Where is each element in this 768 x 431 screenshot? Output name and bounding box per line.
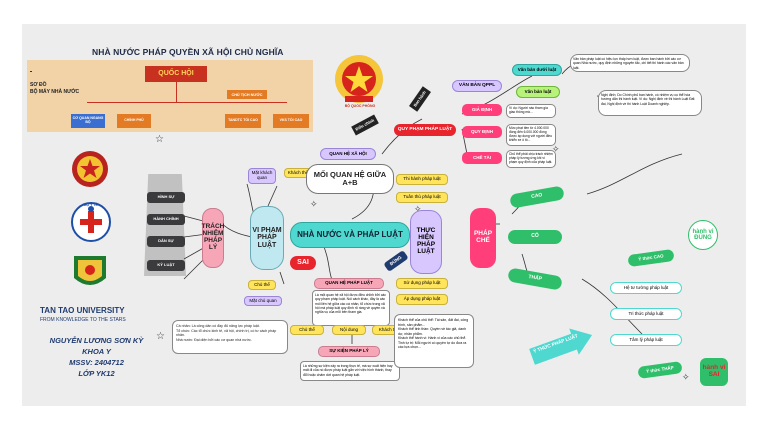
law-relation-desc: Là một quan hệ xã hội được điều chỉnh bở…	[312, 290, 390, 326]
relation-subtitle: MỐI QUAN HỆ GIỮA A+B	[306, 164, 394, 194]
legal-event-desc: Là những sự kiện xảy ra trong thực tế, m…	[300, 361, 400, 381]
army-emblem-icon	[70, 149, 110, 189]
norm-part-node: GIẢ ĐỊNH	[462, 104, 502, 116]
student-class: LỚP YK12	[78, 369, 115, 378]
org-stem	[176, 82, 177, 102]
star-doodle-icon: ☆	[156, 331, 165, 342]
norm-node: QUY PHẠM PHÁP LUẬT	[394, 124, 456, 136]
doc-note: Văn bản pháp luật có hiệu lực thấp hơn l…	[570, 54, 690, 72]
note-item: Nhà nước: Đại diện bởi các cơ quan nhà n…	[176, 338, 252, 343]
outcome-wrong: hành vi SAI	[700, 358, 728, 386]
norm-part-note: Mức phạt tiền từ 4.000.000 đồng đến 6.00…	[506, 124, 556, 146]
org-bottom-node: VKS TỐI CAO	[273, 114, 309, 128]
student-name: NGUYỄN LƯƠNG SƠN KỲ	[49, 336, 144, 345]
violation-tag: Mặt chủ quan	[244, 296, 282, 306]
responsibility-types-panel	[144, 174, 186, 276]
responsibility-type: HÀNH CHÍNH	[147, 214, 185, 225]
org-bottom-node: CƠ QUAN NGANG BỘ	[71, 114, 105, 128]
org-bottom-node: TANDTC TỐI CAO	[225, 114, 261, 128]
university-logo-icon	[72, 254, 108, 292]
social-relation-node: QUAN HỆ XÃ HỘI	[320, 148, 376, 160]
legal-doc-node: VĂN BẢN QPPL	[452, 80, 502, 92]
ministry-logo-icon	[70, 201, 112, 243]
star-doodle-icon: ✧	[552, 144, 560, 154]
law-relation-part: Nội dung	[332, 325, 366, 335]
violation-node: VI PHẠM PHÁP LUẬT	[250, 206, 284, 270]
sai-label: SAI	[290, 256, 316, 270]
norm-part-note: Chủ thể phải chịu trách nhiệm pháp lý tư…	[506, 150, 556, 168]
university-motto: FROM KNOWLEDGE TO THE STARS	[40, 317, 126, 323]
center-node: NHÀ NƯỚC VÀ PHÁP LUẬT	[290, 222, 410, 248]
student-faculty: KHOA Y	[82, 347, 111, 356]
org-mid-node: CHỦ TỊCH NƯỚC	[227, 90, 267, 99]
responsibility-node: TRÁCH NHIỆM PHÁP LÝ	[202, 208, 224, 268]
student-id: MSSV: 2404712	[69, 358, 124, 367]
org-side-label-2: BỘ MÁY NHÀ NƯỚC	[30, 89, 80, 95]
org-side-label	[30, 71, 32, 72]
law-relation-node: QUAN HỆ PHÁP LUẬT	[314, 278, 384, 289]
org-bar	[87, 102, 287, 103]
doc-note: Nghị định: Do Chính phủ ban hành, có nhi…	[598, 90, 702, 116]
notes-left-box: Cá nhân: Là công dân có đầy đủ năng lực …	[172, 320, 288, 354]
star-doodle-icon: ✧	[682, 372, 690, 382]
awareness-item: Tâm lý pháp luật	[610, 334, 682, 346]
implementation-tag: Sử dụng pháp luật	[396, 278, 448, 289]
star-doodle-icon: ☆	[155, 134, 164, 145]
violation-tag: Chủ thể	[248, 280, 276, 290]
ministry-label: BỘ Y TẾ	[84, 203, 98, 207]
violation-tag: Mặt khách quan	[248, 168, 276, 184]
implementation-tag: Tuân thủ pháp luật	[396, 192, 448, 203]
implementation-tag: Thi hành pháp luật	[396, 174, 448, 185]
norm-part-node: QUY ĐỊNH	[462, 126, 502, 138]
awareness-item: Hệ tư tưởng pháp luật	[610, 282, 682, 294]
legal-level-node: CÓ	[508, 230, 562, 244]
implementation-node: THỰC HIỆN PHÁP LUẬT	[410, 210, 442, 274]
note-item: Khách thể hành vi: Hành vi của các chủ t…	[398, 336, 467, 341]
norm-part-note: Ví dụ: Người nào tham gia giao thông mà.…	[506, 104, 556, 118]
mindmap-canvas: NHÀ NƯỚC PHÁP QUYỀN XÃ HỘI CHỦ NGHĨA SƠ …	[22, 24, 746, 406]
note-item: Khách thể của chủ thể: Tài sản, đất đai,…	[398, 318, 469, 327]
emblem-icon	[332, 52, 386, 106]
note-item: Tổ chức: Các tổ chức kinh tế, xã hội, ch…	[176, 328, 277, 338]
doc-type-node: Văn bản luật	[516, 86, 560, 98]
law-relation-part: Chủ thể	[290, 325, 324, 335]
responsibility-type: DÂN SỰ	[147, 236, 185, 247]
doc-type-node: Văn bản dưới luật	[512, 64, 562, 76]
note-item: Khách thể tinh thần: Quyền về tác giả, d…	[398, 327, 467, 336]
star-doodle-icon: ✧	[310, 199, 318, 209]
responsibility-type: HÌNH SỰ	[147, 192, 185, 203]
legal-system-node: PHÁP CHẾ	[470, 208, 496, 268]
legal-event-node: SỰ KIỆN PHÁP LÝ	[318, 346, 380, 357]
star-doodle-icon: ✧	[414, 204, 422, 214]
responsibility-type: KỶ LUẬT	[147, 260, 185, 271]
implementation-tag: Áp dụng pháp luật	[396, 294, 448, 305]
outcome-right: hành vi ĐÚNG	[688, 220, 718, 250]
org-bottom-node: CHÍNH PHỦ	[117, 114, 151, 128]
norm-part-node: CHẾ TÀI	[462, 152, 502, 164]
page-title: NHÀ NƯỚC PHÁP QUYỀN XÃ HỘI CHỦ NGHĨA	[92, 47, 284, 57]
org-side-label-1: SƠ ĐỒ	[30, 82, 47, 88]
university-name: TAN TAO UNIVERSITY	[40, 306, 125, 315]
emblem-caption: BỘ QUỐC PHÒNG	[344, 104, 376, 108]
org-top-node: QUỐC HỘI	[145, 66, 207, 82]
implementation-notes: Khách thể của chủ thể: Tài sản, đất đai,…	[394, 314, 474, 368]
awareness-item: Tri thức pháp luật	[610, 308, 682, 320]
note-item: Cá nhân: Là công dân có đầy đủ năng lực …	[176, 324, 260, 328]
org-chart: SƠ ĐỒ BỘ MÁY NHÀ NƯỚC QUỐC HỘI CHỦ TỊCH …	[27, 60, 313, 132]
note-item: Tinh tự trị: Mỗi người có quyền tự do đư…	[398, 340, 467, 350]
